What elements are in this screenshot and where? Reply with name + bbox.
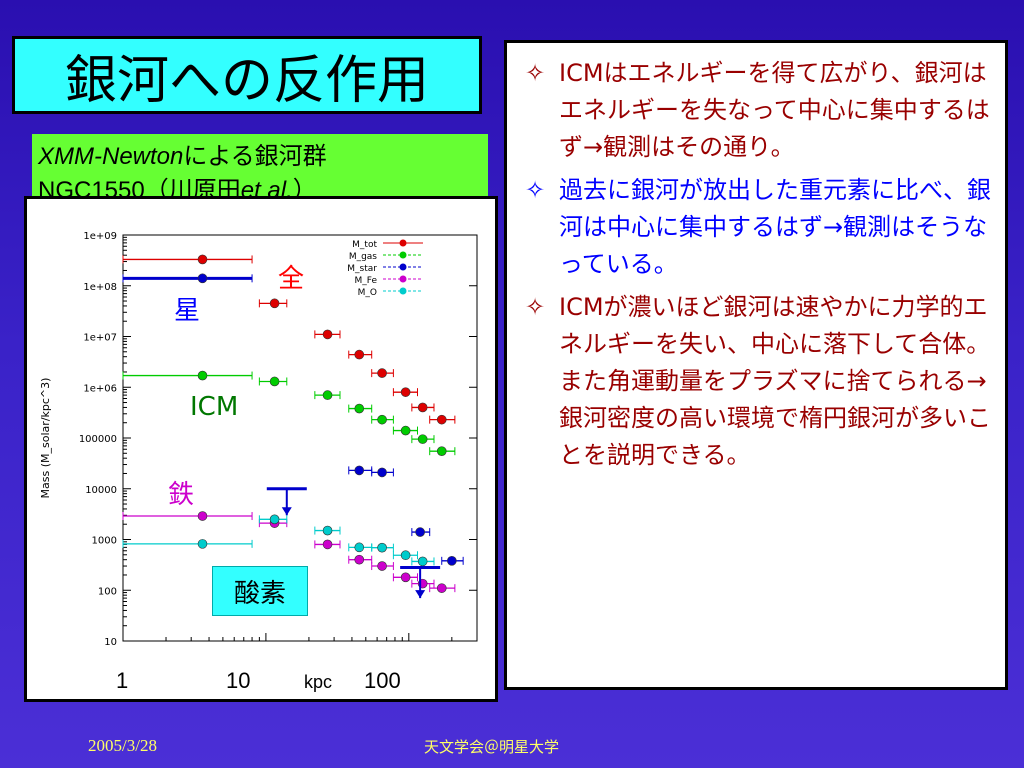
x-tick-1: 1 — [116, 668, 129, 693]
point-M_star — [377, 467, 387, 478]
y-tick-label: 10000 — [85, 485, 117, 496]
point-M_Fe — [197, 511, 208, 521]
point-M_gas — [269, 376, 280, 387]
legend-marker — [399, 239, 407, 247]
point-M_gas — [354, 403, 365, 414]
legend-label: M_star — [347, 264, 377, 274]
legend-label: M_tot — [352, 240, 377, 250]
y-axis-label: Mass (M_solar/kpc^3) — [39, 378, 52, 499]
upper-limit-arrowhead — [281, 507, 292, 516]
point-M_Fe — [400, 572, 411, 583]
footer-venue: 天文学会＠明星大学 — [424, 738, 560, 756]
footer-date: 2005/3/28 — [88, 736, 157, 755]
point-M_O — [400, 550, 411, 561]
y-tick-label: 1e+09 — [83, 231, 117, 242]
mass-profile-chart: 10 100 1000 10000 100000 1e+06 1e+07 1e+08 1e+09… — [39, 231, 478, 648]
point-M_gas — [436, 446, 447, 456]
x-axis-label: kpc — [304, 672, 333, 692]
bullet-item: ✧ ICMが濃いほど銀河は速やかに力学的エネルギーを失い、中心に落下して合体。ま… — [525, 289, 997, 474]
caption-object-1: による銀河群 — [183, 143, 327, 170]
point-M_gas — [417, 434, 428, 444]
legend-marker — [399, 287, 407, 295]
label-iron: 鉄 — [168, 480, 195, 510]
sparkle-bullet-icon: ✧ — [525, 293, 546, 321]
point-M_O — [377, 542, 387, 553]
point-M_tot — [400, 387, 411, 397]
caption-mission: XMM-Newton — [38, 143, 184, 170]
y-tick-label: 1e+07 — [83, 333, 117, 344]
point-M_star — [447, 556, 457, 566]
point-M_star — [197, 273, 208, 284]
point-M_O — [417, 556, 428, 567]
point-M_Fe — [354, 554, 365, 565]
y-tick-label: 1e+06 — [83, 383, 117, 394]
legend-label: M_gas — [349, 252, 377, 262]
bullet-text: 過去に銀河が放出した重元素に比べ、銀河は中心に集中するはず→観測はそうなっている… — [559, 176, 991, 278]
bullet-item: ✧ 過去に銀河が放出した重元素に比べ、銀河は中心に集中するはず→観測はそうなって… — [525, 172, 997, 283]
bullet-panel: ✧ ICMはエネルギーを得て広がり、銀河はエネルギーを失なって中心に集中するはず… — [504, 40, 1008, 690]
point-M_gas — [322, 390, 333, 400]
legend-marker — [399, 251, 407, 259]
point-M_star — [415, 527, 425, 537]
point-M_O — [322, 525, 333, 536]
legend-label: M_Fe — [355, 276, 378, 286]
chart-panel: 10 100 1000 10000 100000 1e+06 1e+07 1e+08 1e+09… — [24, 196, 498, 702]
point-M_tot — [269, 298, 280, 309]
sparkle-bullet-icon: ✧ — [525, 59, 546, 87]
label-icm: ICM — [190, 392, 239, 422]
point-M_gas — [400, 425, 411, 436]
sparkle-bullet-icon: ✧ — [525, 176, 546, 204]
point-M_tot — [322, 329, 333, 340]
bullet-text: ICMが濃いほど銀河は速やかに力学的エネルギーを失い、中心に落下して合体。また角… — [559, 293, 991, 469]
point-M_Fe — [377, 561, 387, 571]
label-total: 全 — [278, 264, 305, 294]
x-tick-10: 10 — [226, 668, 251, 693]
y-tick-label: 1e+08 — [83, 282, 117, 293]
point-M_O — [197, 539, 208, 549]
point-M_O — [269, 514, 280, 525]
label-star: 星 — [174, 296, 201, 326]
point-M_tot — [436, 414, 447, 425]
y-tick-label: 100 — [98, 586, 117, 597]
y-tick-label: 1000 — [92, 536, 117, 547]
bullet-text: ICMはエネルギーを得て広がり、銀河はエネルギーを失なって中心に集中するはず→観… — [559, 59, 990, 161]
point-M_gas — [197, 370, 208, 381]
legend-marker — [399, 275, 407, 283]
caption-line-1: XMM-Newtonによる銀河群 — [38, 140, 482, 174]
point-M_tot — [197, 254, 208, 265]
bullet-item: ✧ ICMはエネルギーを得て広がり、銀河はエネルギーを失なって中心に集中するはず… — [525, 55, 997, 166]
legend-marker — [399, 263, 407, 271]
point-M_O — [354, 542, 365, 553]
upper-limit-arrowhead — [415, 590, 426, 599]
point-M_gas — [377, 414, 387, 425]
x-tick-100: 100 — [364, 668, 401, 693]
point-M_Fe — [322, 539, 333, 550]
label-oxygen: 酸素 — [212, 566, 308, 616]
point-M_star — [354, 465, 365, 476]
point-M_Fe — [436, 583, 447, 593]
point-M_tot — [354, 349, 365, 360]
y-tick-label: 100000 — [79, 434, 117, 445]
slide-title: 銀河への反作用 — [12, 36, 482, 114]
legend-label: M_O — [358, 288, 377, 298]
point-M_tot — [377, 368, 387, 378]
y-tick-label: 10 — [104, 637, 117, 648]
point-M_tot — [417, 402, 428, 413]
